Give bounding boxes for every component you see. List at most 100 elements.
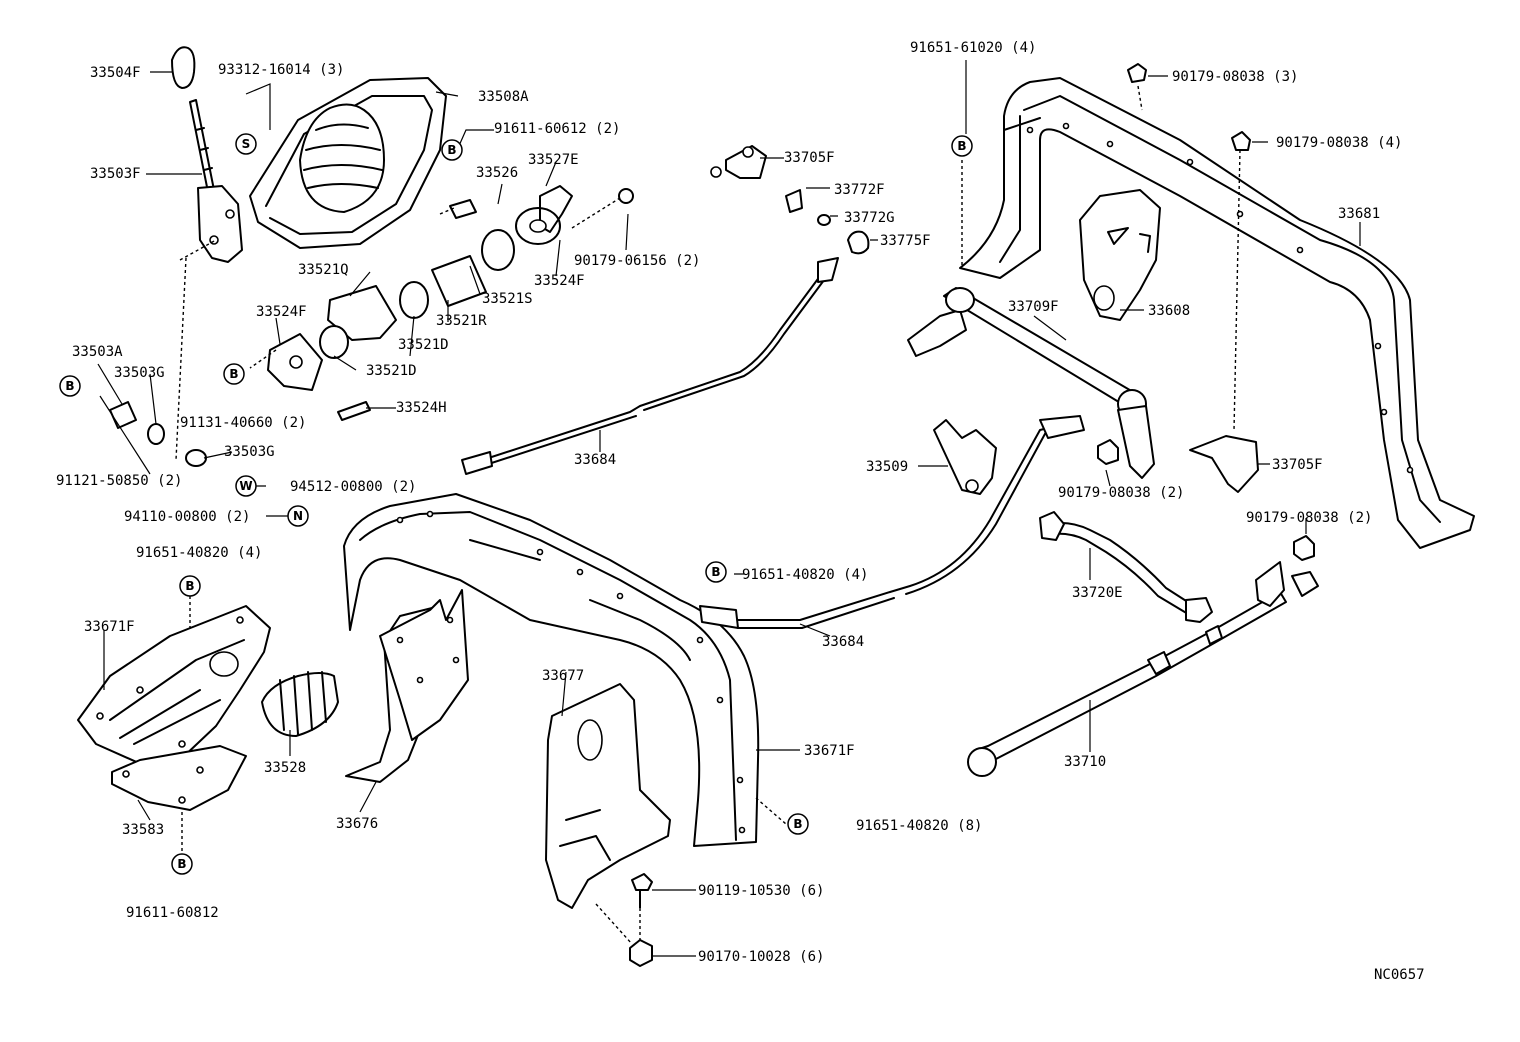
rod-33684-upper	[463, 267, 827, 467]
nut-90170	[629, 939, 653, 967]
part-33503G-a	[147, 423, 165, 445]
part-label: 33526	[476, 165, 518, 181]
part-label: 33521S	[482, 291, 533, 307]
part-33521R	[431, 255, 487, 307]
mount-bracket-group	[907, 60, 1475, 561]
badge-b: B	[59, 375, 81, 397]
badge-b: B	[179, 575, 201, 597]
tunnel-bracket-group	[343, 493, 800, 967]
part-label: 94512-00800 (2)	[290, 479, 416, 495]
part-label: 91651-40820 (4)	[136, 545, 262, 561]
part-label: 33503F	[90, 166, 141, 182]
svg-text:B: B	[957, 139, 966, 153]
rod-33684-group	[461, 145, 1085, 637]
svg-text:B: B	[447, 143, 456, 157]
part-label: 33508A	[478, 89, 529, 105]
crossmember-33681	[959, 77, 1475, 549]
nut-90179-08038-2a	[1097, 439, 1119, 465]
badge-b: B	[951, 135, 973, 157]
floor-plate-group	[77, 596, 339, 852]
part-33521S	[481, 229, 515, 271]
bracket-33677	[545, 683, 671, 909]
part-label: 33521D	[366, 363, 417, 379]
part-33583-plate	[111, 745, 247, 811]
part-label: 33503A	[72, 344, 123, 360]
part-label: 33710	[1064, 754, 1106, 770]
badges: B S B B W N B B B B B	[59, 133, 973, 875]
part-label: 33608	[1148, 303, 1190, 319]
svg-text:B: B	[711, 565, 720, 579]
svg-text:B: B	[793, 817, 802, 831]
part-33503A	[109, 401, 137, 429]
part-label: 33524F	[256, 304, 307, 320]
bracket-33509	[933, 419, 997, 495]
svg-text:W: W	[239, 479, 252, 493]
part-label: 91651-40820 (8)	[856, 818, 982, 834]
part-label: 94110-00800 (2)	[124, 509, 250, 525]
badge-b: B	[171, 853, 193, 875]
part-33772G	[817, 214, 831, 226]
rod-33684-lower	[735, 419, 1081, 621]
nut-90179-08038-3	[1127, 63, 1147, 83]
part-label: 90119-10530 (6)	[698, 883, 824, 899]
svg-text:S: S	[242, 137, 251, 151]
part-label: 33677	[542, 668, 584, 684]
rubber-boot-33528	[261, 672, 339, 737]
part-33524H	[337, 401, 371, 421]
part-33503G-b	[185, 449, 207, 467]
part-label: 33521R	[436, 313, 487, 329]
part-label: 91651-61020 (4)	[910, 40, 1036, 56]
nut-90179-08038-4	[1231, 131, 1251, 151]
part-label: 33524H	[396, 400, 447, 416]
part-label: 93312-16014 (3)	[218, 62, 344, 78]
part-label: 33705F	[784, 150, 835, 166]
svg-text:B: B	[185, 579, 194, 593]
drawing-code: NC0657	[1374, 967, 1425, 983]
shift-lever	[189, 99, 215, 193]
part-label: 33503G	[114, 365, 165, 381]
control-rod-group	[967, 511, 1319, 777]
clip-33705F-right	[1189, 435, 1259, 493]
tunnel-cover-33671F	[343, 493, 760, 847]
part-label: 33709F	[1008, 299, 1059, 315]
part-label: 33528	[264, 760, 306, 776]
part-labels: 33504F 93312-16014 (3) 33508A 91611-6061…	[56, 40, 1425, 983]
part-33524F-top	[515, 207, 561, 245]
shift-lever-group	[97, 46, 634, 517]
part-label: 33521D	[398, 337, 449, 353]
bolt-90119	[631, 873, 653, 908]
badge-n: N	[287, 505, 309, 527]
part-33521D-b	[319, 325, 349, 359]
part-label: 33503G	[224, 444, 275, 460]
part-label: 91121-50850 (2)	[56, 473, 182, 489]
bushing-33775F	[847, 230, 870, 255]
svg-text:B: B	[65, 379, 74, 393]
part-label: 33705F	[1272, 457, 1323, 473]
part-label: 90170-10028 (6)	[698, 949, 824, 965]
badge-b: B	[705, 561, 727, 583]
badge-s: S	[235, 133, 257, 155]
part-label: 90179-08038 (3)	[1172, 69, 1298, 85]
part-label: 33524F	[534, 273, 585, 289]
part-33772F	[785, 189, 803, 213]
part-label: 33772G	[844, 210, 895, 226]
part-label: 33772F	[834, 182, 885, 198]
part-label: 91611-60812	[126, 905, 219, 921]
badge-b: B	[441, 139, 463, 161]
part-label: 90179-08038 (2)	[1058, 485, 1184, 501]
part-label: 33509	[866, 459, 908, 475]
part-label: 33527E	[528, 152, 579, 168]
part-33521Q	[327, 285, 397, 341]
rod-33710	[975, 591, 1287, 761]
part-90179-06156	[618, 188, 634, 204]
part-label: 91611-60612 (2)	[494, 121, 620, 137]
svg-text:B: B	[177, 857, 186, 871]
part-label: 33583	[122, 822, 164, 838]
part-label: 33681	[1338, 206, 1380, 222]
part-label: 91131-40660 (2)	[180, 415, 306, 431]
part-label: 33684	[574, 452, 616, 468]
part-label: 90179-06156 (2)	[574, 253, 700, 269]
part-label: 33671F	[804, 743, 855, 759]
part-label: 33671F	[84, 619, 135, 635]
